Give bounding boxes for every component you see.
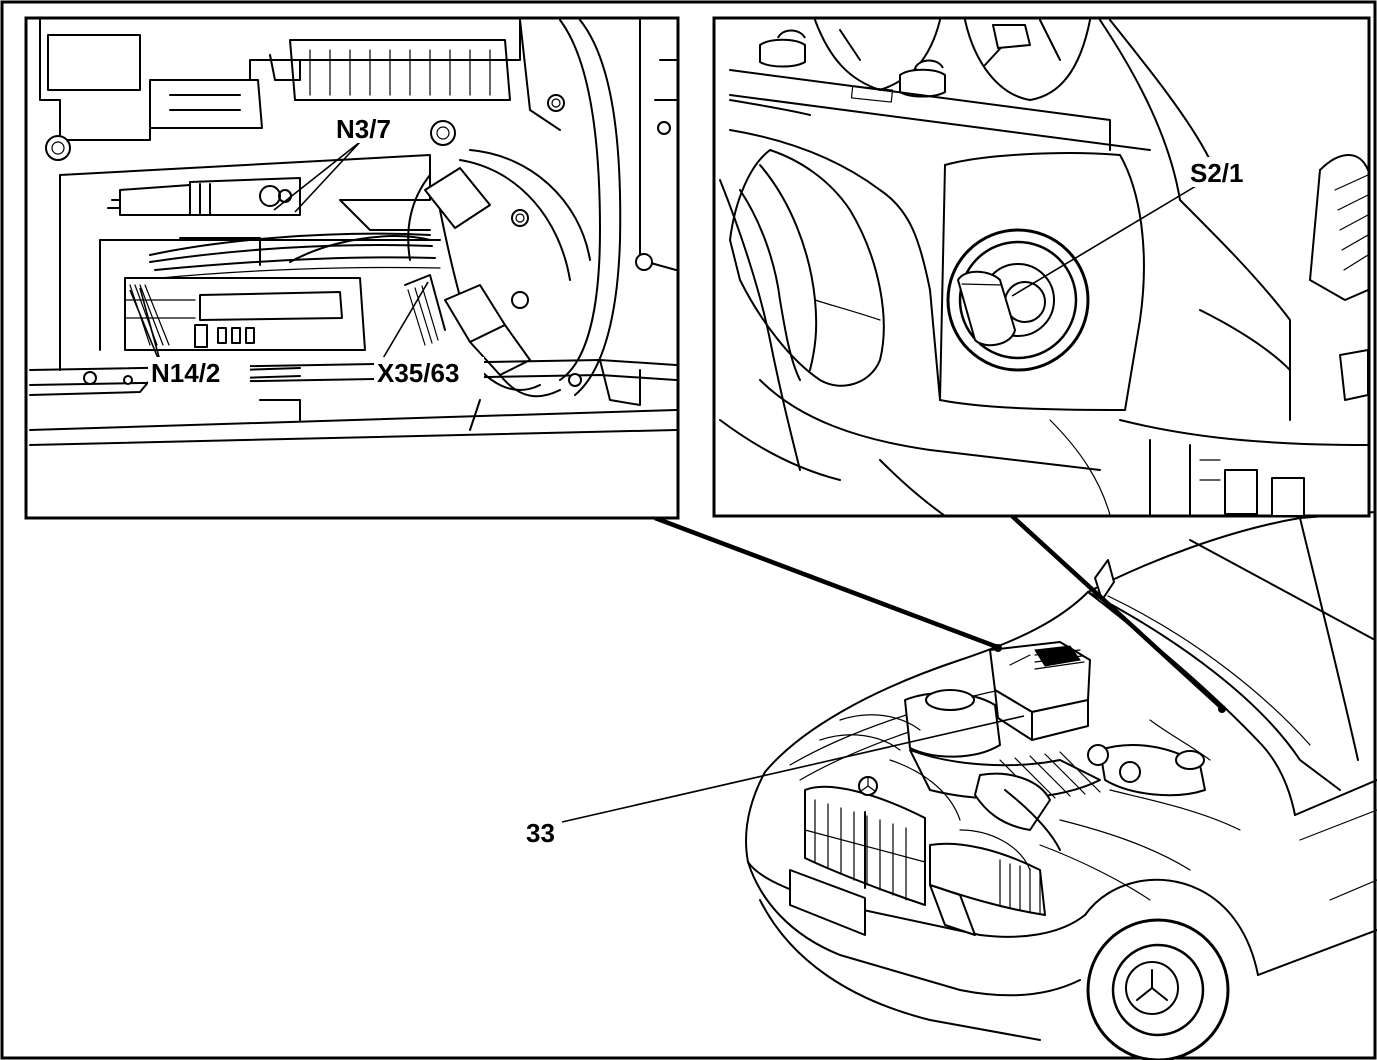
callout-s2-1: S2/1 — [1011, 157, 1268, 297]
label-n14-2: N14/2 — [151, 358, 220, 388]
callout-n3-7: N3/7 — [273, 113, 423, 213]
zoom-line-right — [1010, 514, 1224, 710]
label-n3-7: N3/7 — [336, 114, 391, 144]
inset-panel-right — [712, 16, 1371, 518]
label-x35-63: X35/63 — [377, 358, 459, 388]
engine-compartment — [819, 689, 1241, 901]
component-33-housing — [989, 641, 1091, 741]
callout-x35-63: X35/63 — [374, 281, 484, 388]
leader-33 — [561, 715, 1025, 823]
inset-panel-left — [24, 16, 680, 520]
label-s2-1: S2/1 — [1190, 158, 1244, 188]
callout-n14-2: N14/2 — [129, 287, 250, 388]
zoom-line-left — [654, 515, 1001, 651]
zoom-point-right — [1218, 705, 1226, 713]
label-33: 33 — [526, 818, 555, 848]
